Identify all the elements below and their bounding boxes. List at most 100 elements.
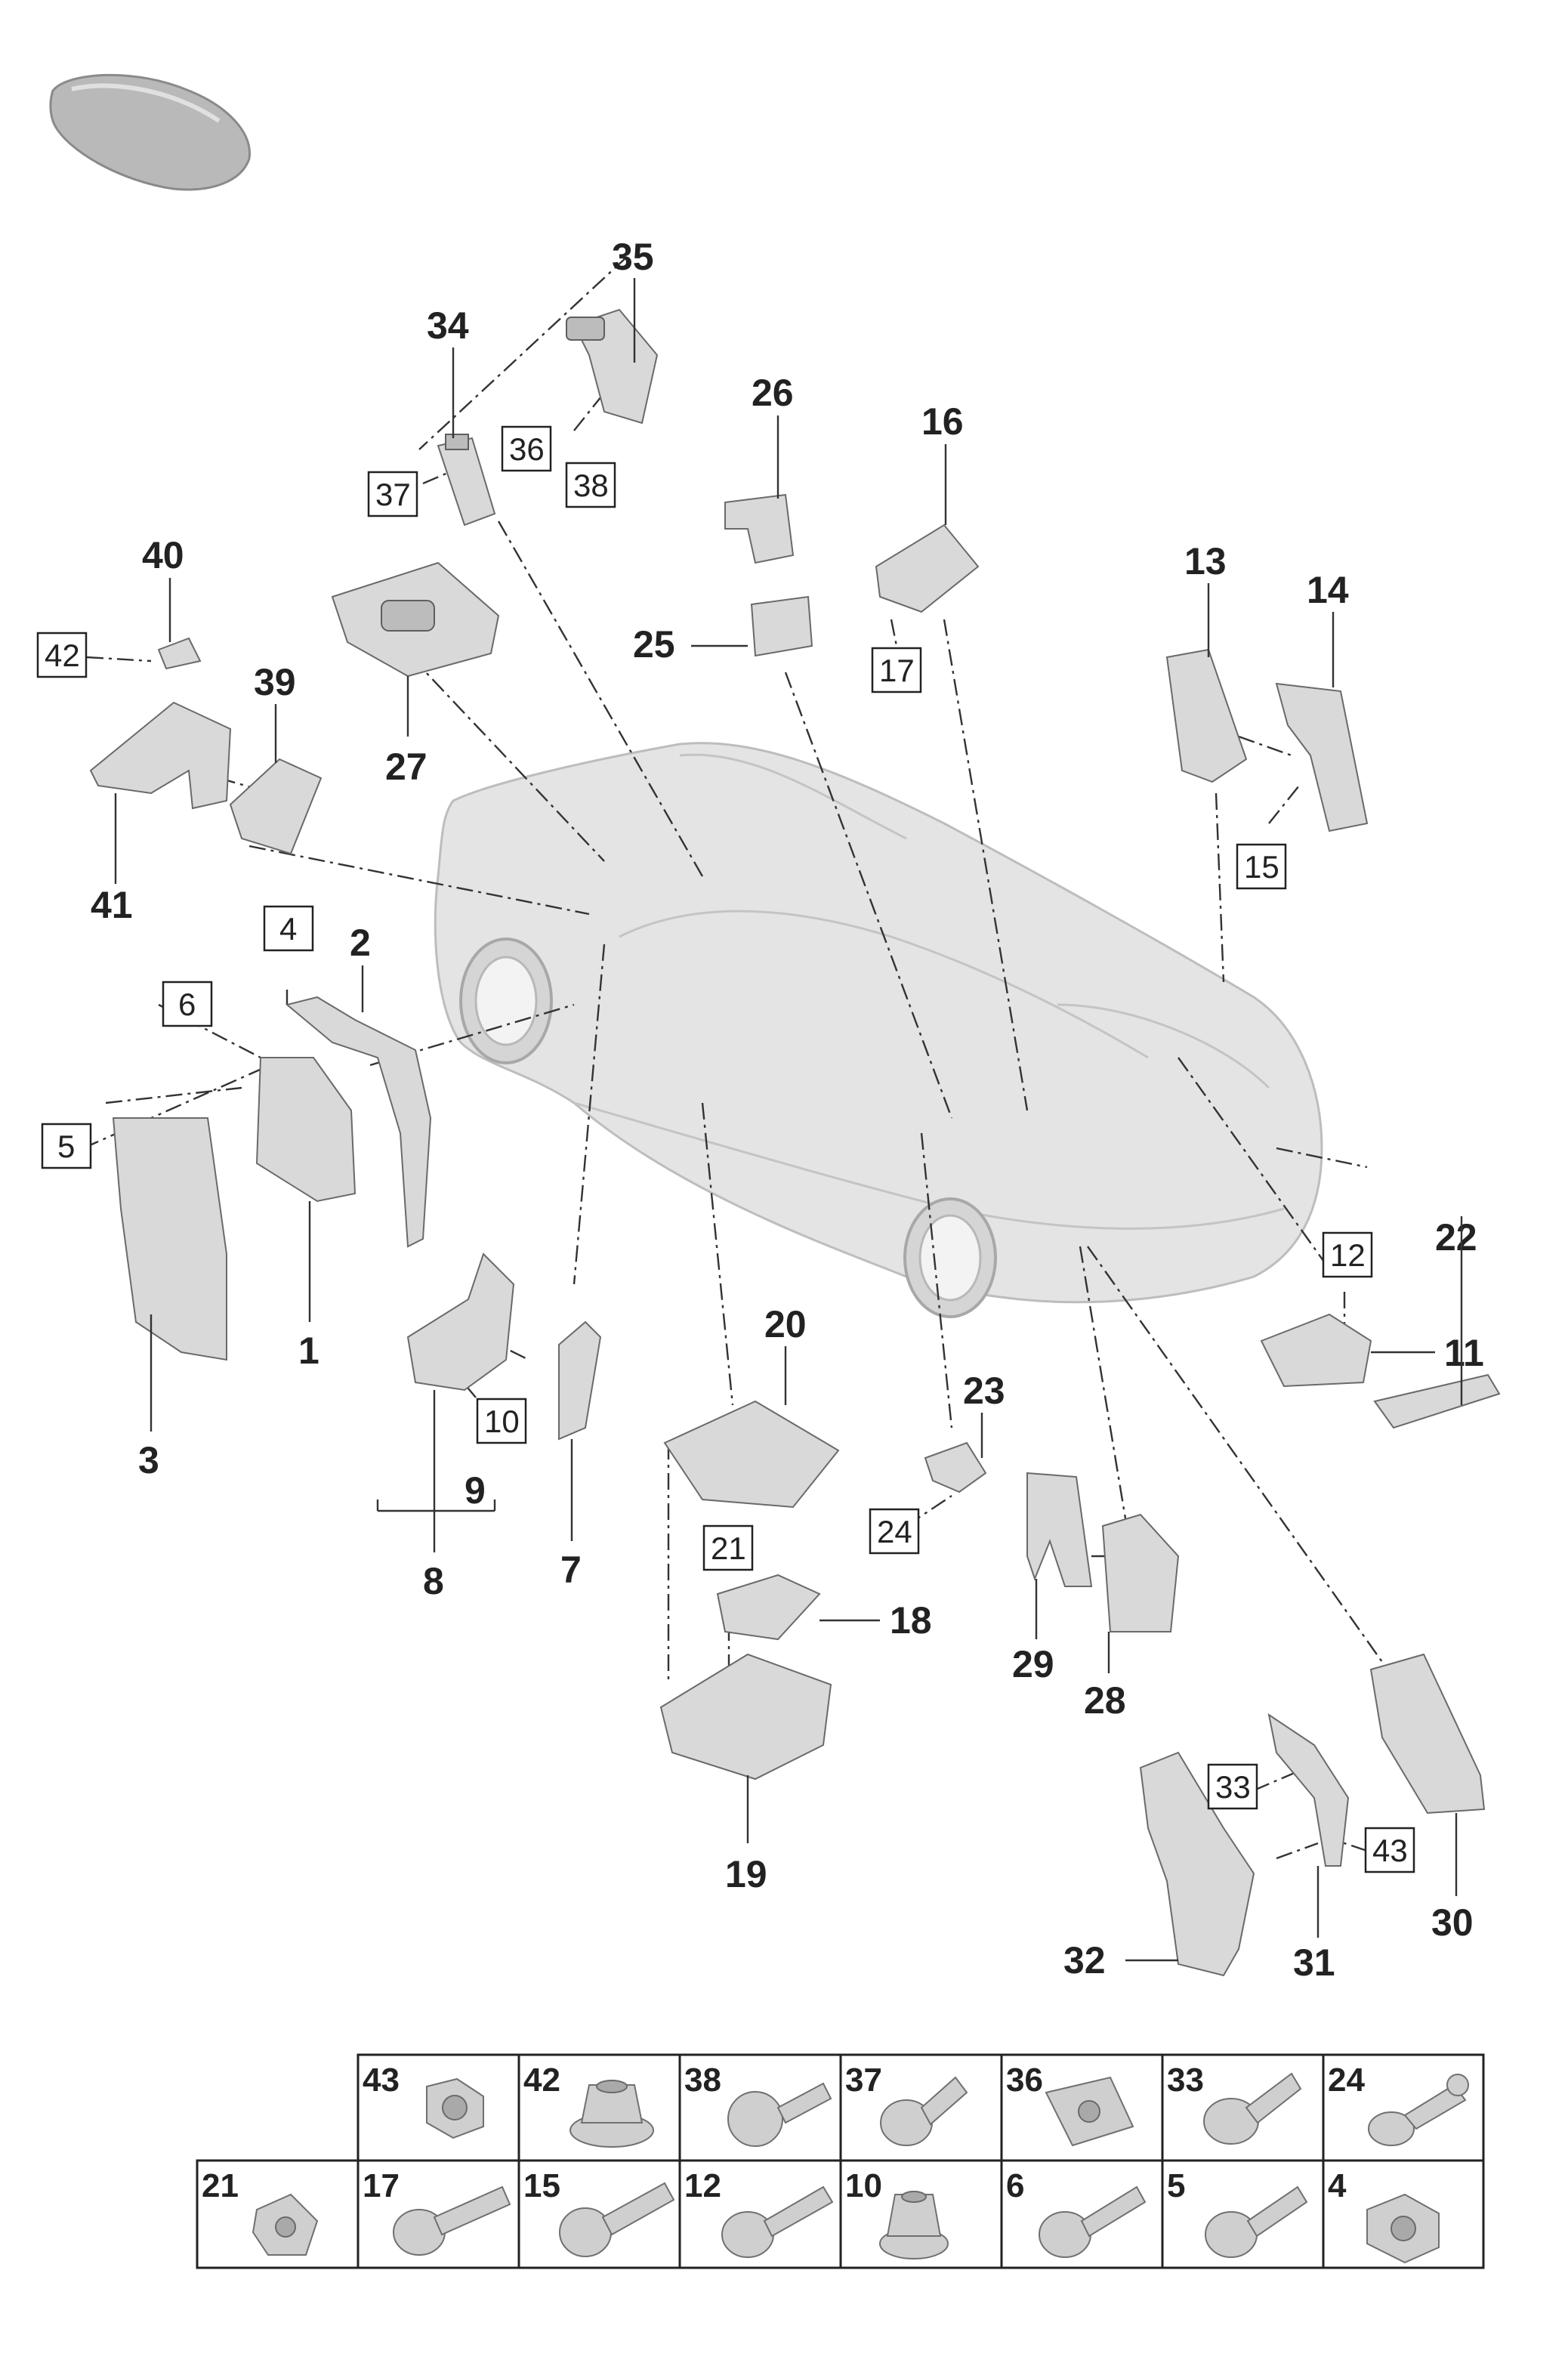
bracket-26-icon [724, 493, 795, 564]
hex-nut-flanged-icon [879, 2191, 949, 2259]
module-34-icon [437, 434, 496, 527]
callouts: 35 34 26 16 40 13 14 25 39 27 41 2 1 3 9… [91, 236, 1484, 1984]
callout-41: 41 [91, 884, 133, 926]
torx-bolt-icon [559, 2182, 675, 2257]
bracket-41-icon [89, 701, 232, 810]
svg-text:21: 21 [711, 1530, 746, 1566]
svg-text:17: 17 [879, 653, 915, 688]
callout-23: 23 [963, 1370, 1005, 1412]
callout-7: 7 [560, 1549, 582, 1591]
table-cell-10: 10 [845, 2167, 882, 2204]
bracket-29-icon [1026, 1472, 1093, 1587]
callout-34: 34 [427, 304, 469, 347]
svg-text:42: 42 [45, 638, 80, 673]
boxed-callout-21: 21 [702, 1524, 754, 1571]
module-18-icon [716, 1574, 821, 1641]
svg-text:15: 15 [1244, 849, 1279, 885]
callout-27: 27 [385, 746, 427, 788]
table-cell-15: 15 [523, 2167, 560, 2204]
boxed-callout-6: 6 [162, 981, 213, 1027]
table-cell-43: 43 [363, 2062, 400, 2099]
boxed-callout-24: 24 [869, 1508, 920, 1555]
svg-text:10: 10 [484, 1404, 520, 1439]
svg-text:5: 5 [57, 1129, 75, 1164]
svg-text:37: 37 [375, 477, 411, 512]
collar-bolt-icon [721, 2185, 834, 2258]
collar-bolt-icon [880, 2076, 968, 2146]
svg-text:36: 36 [509, 431, 545, 467]
callout-20: 20 [764, 1303, 807, 1345]
spring-nut-clip-icon [1045, 2076, 1134, 2147]
ecu-1-icon [255, 1057, 357, 1203]
callout-29: 29 [1012, 1643, 1054, 1685]
bracket-3-icon [112, 1117, 227, 1361]
module-28-icon [1101, 1513, 1180, 1632]
boxed-callout-33: 33 [1207, 1763, 1258, 1810]
svg-text:4: 4 [279, 911, 297, 947]
collar-bolt-icon [1039, 2185, 1147, 2258]
callout-31: 31 [1293, 1941, 1335, 1984]
callout-32: 32 [1063, 1939, 1106, 1981]
module-30-icon [1369, 1653, 1486, 1815]
self-tapping-nut-icon [252, 2193, 319, 2256]
callout-2: 2 [350, 922, 371, 964]
callout-9: 9 [465, 1469, 486, 1512]
callout-28: 28 [1084, 1679, 1126, 1722]
car-thumbnail-icon [49, 73, 251, 191]
boxed-callout-38: 38 [565, 462, 616, 508]
hex-nut-icon [1366, 2193, 1440, 2264]
bracket-31-icon [1267, 1713, 1350, 1867]
pan-head-bolt-icon [1203, 2072, 1302, 2145]
bracket-2-icon [285, 996, 432, 1248]
fastener-table: 43 42 38 37 36 33 24 21 17 15 12 10 6 5 … [196, 2053, 1485, 2269]
callout-35: 35 [612, 236, 654, 278]
table-cell-4: 4 [1328, 2167, 1347, 2204]
table-cell-5: 5 [1167, 2167, 1185, 2204]
clip-40-icon [157, 637, 202, 670]
svg-text:6: 6 [178, 987, 196, 1022]
module-13-icon [1165, 648, 1248, 783]
cover-20-icon [663, 1400, 840, 1509]
car-body-illustration [434, 742, 1323, 1318]
module-7-icon [558, 1320, 602, 1441]
long-bolt-icon [393, 2185, 511, 2256]
callout-3: 3 [138, 1439, 159, 1481]
svg-text:43: 43 [1372, 1833, 1408, 1868]
bracket-35-icon [566, 308, 659, 425]
sensor-23-icon [924, 1441, 987, 1493]
callout-1: 1 [298, 1330, 319, 1372]
callout-13: 13 [1184, 540, 1227, 582]
table-cell-37: 37 [845, 2062, 882, 2099]
boxed-callout-15: 15 [1236, 843, 1287, 890]
pan-head-bolt-icon [1205, 2185, 1308, 2258]
callout-30: 30 [1431, 1901, 1474, 1944]
boxed-callout-36: 36 [501, 425, 552, 472]
boxed-callouts: 37 36 38 42 17 15 4 6 5 10 12 24 21 33 4… [36, 425, 1415, 1873]
housing-19-icon [659, 1653, 832, 1781]
table-cell-6: 6 [1006, 2167, 1024, 2204]
callout-11: 11 [1444, 1332, 1484, 1374]
weld-nut-icon [569, 2080, 654, 2148]
table-cell-38: 38 [684, 2062, 721, 2099]
module-11-icon [1260, 1313, 1372, 1388]
callout-39: 39 [254, 661, 296, 703]
callout-18: 18 [890, 1599, 932, 1642]
boxed-callout-12: 12 [1322, 1231, 1373, 1278]
svg-text:12: 12 [1330, 1237, 1366, 1273]
module-25-icon [750, 595, 813, 657]
bracket-14-icon [1275, 682, 1369, 832]
callout-16: 16 [921, 400, 964, 443]
table-cell-12: 12 [684, 2167, 721, 2204]
table-cell-21: 21 [202, 2167, 239, 2204]
callout-26: 26 [752, 372, 794, 414]
table-cell-36: 36 [1006, 2062, 1043, 2099]
callout-40: 40 [142, 534, 184, 576]
parts [89, 308, 1501, 1977]
callout-25: 25 [633, 623, 675, 666]
bracket-32-icon [1139, 1751, 1255, 1977]
table-cell-33: 33 [1167, 2062, 1204, 2099]
torx-bolt-icon [727, 2082, 832, 2147]
boxed-callout-17: 17 [871, 647, 922, 693]
callout-14: 14 [1307, 569, 1349, 611]
boxed-callout-43: 43 [1364, 1827, 1415, 1873]
